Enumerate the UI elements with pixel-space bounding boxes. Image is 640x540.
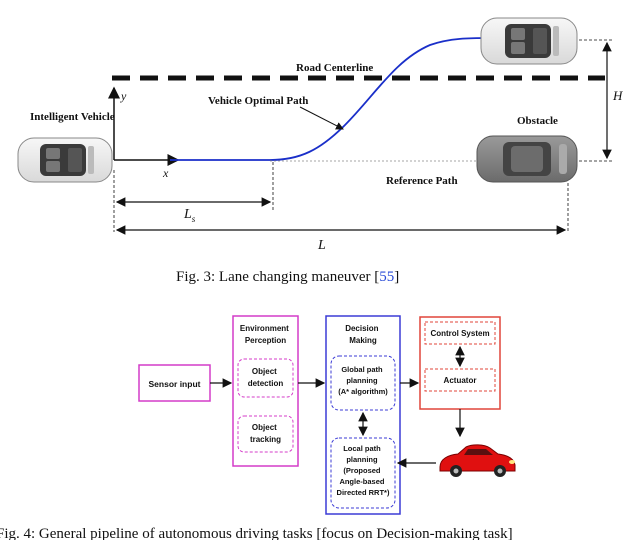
actuator-box [424, 368, 496, 392]
sensor-input-box [138, 364, 211, 402]
fig3-caption: Fig. 3: Lane changing maneuver [55] [176, 269, 399, 285]
object-detection-label: Object detection [248, 367, 284, 388]
x-axis-label: x [162, 166, 169, 180]
control-system-inner-box [424, 321, 496, 345]
object-tracking-label: Object tracking [250, 423, 281, 444]
fig4-caption: Fig. 4: General pipeline of autonomous d… [0, 526, 513, 540]
vehicle-optimal-path-label: Vehicle Optimal Path [208, 95, 308, 107]
local-path-planning-box [330, 437, 396, 509]
global-path-planning-label: Global path planning (A* algorithm) [338, 365, 388, 396]
intelligent-vehicle-car [17, 137, 113, 183]
optimal-path-pointer [299, 106, 344, 130]
local-path-planning-label: Local path planning (Proposed Angle-base… [337, 444, 390, 497]
global-path-planning-box [330, 355, 396, 411]
fig4-pipeline-diagram: Sensor input Environment Perception Obje… [138, 315, 516, 515]
red-car-icon [439, 444, 516, 477]
intelligent-vehicle-label: Intelligent Vehicle [30, 111, 115, 123]
ls-dimension-label: Ls [183, 207, 196, 224]
changed-lane-car [480, 17, 578, 65]
fig3-lane-change-diagram: Road Centerline y x Vehicle Optimal Path… [17, 17, 623, 253]
actuator-label: Actuator [444, 376, 477, 385]
vehicle-optimal-path [170, 37, 491, 161]
environment-perception-title: Environment Perception [240, 324, 291, 345]
sensor-input-label: Sensor input [149, 379, 201, 389]
object-detection-box [237, 358, 294, 398]
decision-making-title: Decision Making [345, 324, 381, 345]
object-tracking-box [237, 415, 294, 453]
road-centerline-label: Road Centerline [296, 62, 373, 74]
obstacle-car [476, 135, 578, 183]
l-dimension-label: L [317, 238, 326, 253]
obstacle-label: Obstacle [517, 115, 558, 127]
reference-path-label: Reference Path [386, 175, 458, 187]
h-dimension-label: H [612, 88, 623, 103]
control-system-label: Control System [430, 329, 489, 338]
y-axis-label: y [120, 89, 127, 103]
